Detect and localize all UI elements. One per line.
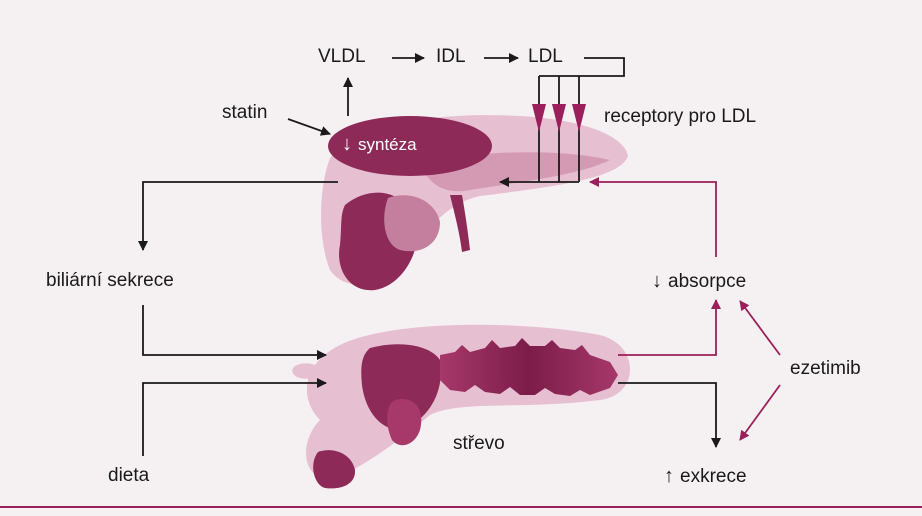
down-arrow-icon: ↓ — [342, 133, 352, 155]
up-arrow-icon: ↑ — [664, 465, 674, 487]
biliarni-label: biliární sekrece — [46, 270, 174, 292]
arrow-ezetimib-to-excretion — [740, 385, 780, 440]
ldl-label: LDL — [528, 46, 563, 68]
purple-arrows — [590, 182, 780, 440]
arrow-statin — [288, 119, 330, 134]
statin-label: statin — [222, 102, 267, 124]
strevo-label: střevo — [453, 433, 505, 455]
exkrece-label: exkrece — [680, 466, 747, 487]
synteza-label: syntéza — [358, 135, 417, 154]
intestine-illustration — [292, 325, 630, 489]
arrow-ezetimib-to-absorption — [740, 301, 780, 355]
absorpce-group: ↓ absorpce — [652, 270, 746, 293]
absorpce-label: absorpce — [668, 271, 746, 292]
down-arrow-icon: ↓ — [652, 270, 662, 292]
arrow-gut-to-absorption — [618, 300, 716, 355]
idl-label: IDL — [436, 46, 466, 68]
arrow-liver-to-biliary — [143, 182, 338, 250]
receptory-label: receptory pro LDL — [604, 106, 756, 128]
arrow-gut-to-excretion — [618, 383, 716, 447]
vldl-label: VLDL — [318, 46, 366, 68]
synteza-group: ↓ syntéza — [342, 134, 417, 155]
dieta-label: dieta — [108, 465, 149, 487]
arrow-biliary-to-gut — [143, 305, 326, 355]
exkrece-group: ↑ exkrece — [664, 465, 747, 488]
portal-vessel — [450, 195, 470, 252]
intestine-segment — [387, 399, 421, 445]
arrow-diet-to-gut — [143, 383, 326, 456]
arrow-absorption-to-liver — [590, 182, 716, 257]
ezetimib-label: ezetimib — [790, 358, 861, 380]
bottom-divider — [0, 506, 922, 508]
